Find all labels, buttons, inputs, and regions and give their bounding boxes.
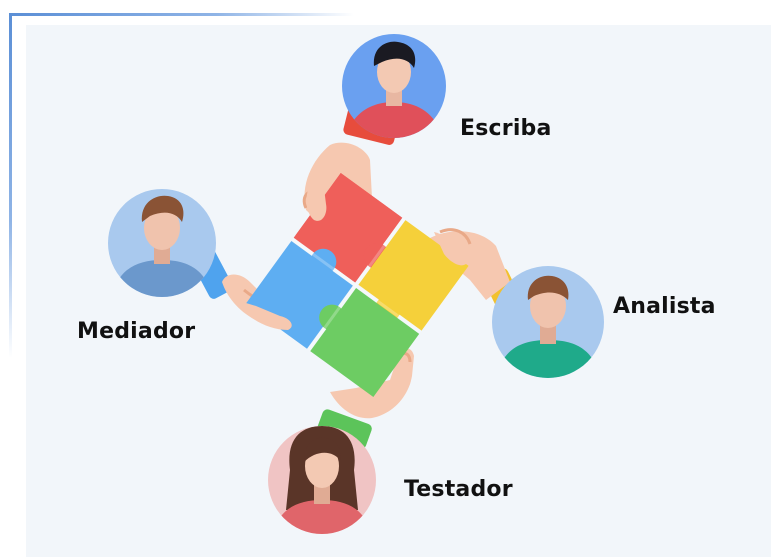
frame-accent-top (9, 13, 354, 16)
role-label-mediador: Mediador (77, 319, 196, 344)
puzzle-icon (245, 173, 469, 397)
frame-accent-left (9, 13, 12, 358)
role-label-analista: Analista (613, 294, 716, 319)
role-label-escriba: Escriba (460, 116, 552, 141)
finger-overlays (236, 178, 468, 416)
avatar-left (108, 189, 216, 297)
avatar-right (492, 266, 604, 378)
avatar-female-icon (268, 426, 376, 534)
role-label-testador: Testador (404, 477, 513, 502)
